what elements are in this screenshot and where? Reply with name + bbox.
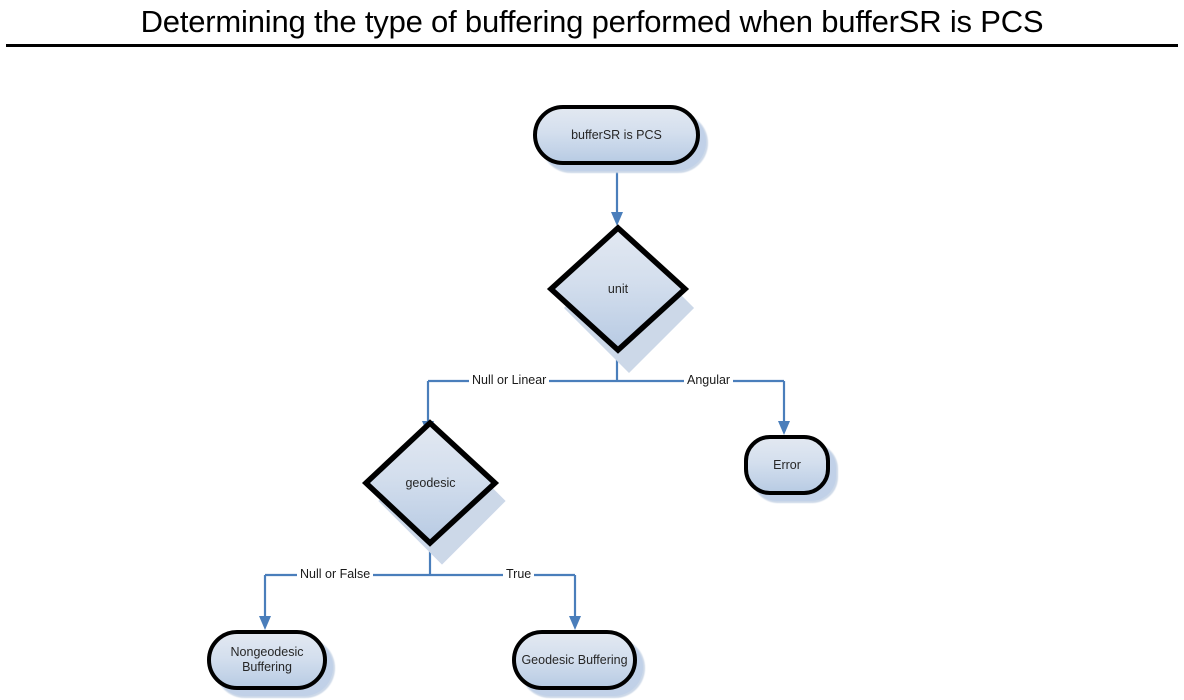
node-geodesic[interactable]: geodesic [361,419,500,547]
node-nongeodesic-buffering[interactable]: Nongeodesic Buffering [207,630,327,690]
node-unit[interactable]: unit [546,224,690,354]
node-start[interactable]: bufferSR is PCS [533,105,700,165]
edge-label-null-or-false: Null or False [297,567,374,581]
node-error-label: Error [773,457,801,472]
node-nongeodesic-buffering-label-line2: Buffering [242,660,292,674]
node-error[interactable]: Error [744,435,830,495]
edge-unit-to-error [778,381,790,435]
edge-label-angular: Angular [684,373,734,387]
node-start-label: bufferSR is PCS [571,127,662,142]
node-nongeodesic-buffering-label-line1: Nongeodesic [230,645,304,659]
page-title: Determining the type of buffering perfor… [140,4,1044,39]
node-geodesic-buffering[interactable]: Geodesic Buffering [512,630,637,690]
title-underline-rule [6,44,1178,47]
edge-geodesic-to-geodesic-buffering [569,575,581,630]
node-geodesic-buffering-label: Geodesic Buffering [521,652,628,667]
edge-geodesic-to-nongeodesic [259,575,271,630]
edge-label-true: True [503,567,535,581]
edge-start-to-unit [611,166,623,226]
edge-label-null-or-linear: Null or Linear [469,373,550,387]
